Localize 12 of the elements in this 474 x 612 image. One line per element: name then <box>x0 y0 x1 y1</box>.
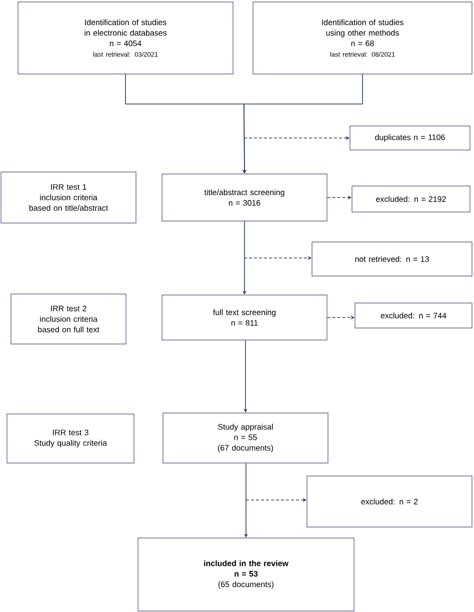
flow-box: title/abstract screening n = 3016 <box>162 174 328 222</box>
flow-box: excluded: n = 2 <box>306 476 472 528</box>
flow-box: IRR test 1 inclusion criteria based on title/abstract <box>0 172 136 224</box>
flow-box: excluded: n = 744 <box>354 302 472 328</box>
flow-box: included in the review n = 53 (65 documents) <box>138 538 354 612</box>
flow-box: IRR test 2 inclusion criteria based on full text <box>10 294 126 344</box>
flow-box: IRR test 3 Study quality criteria <box>6 414 134 464</box>
flow-box: full text screening n = 811 <box>162 294 328 340</box>
flow-box: duplicates n = 1106 <box>350 126 470 150</box>
flow-box: Study appraisal n = 55 (67 documents) <box>162 412 328 464</box>
flow-box: not retrieved: n = 13 <box>312 242 472 276</box>
flow-box: excluded: n = 2192 <box>352 186 470 212</box>
